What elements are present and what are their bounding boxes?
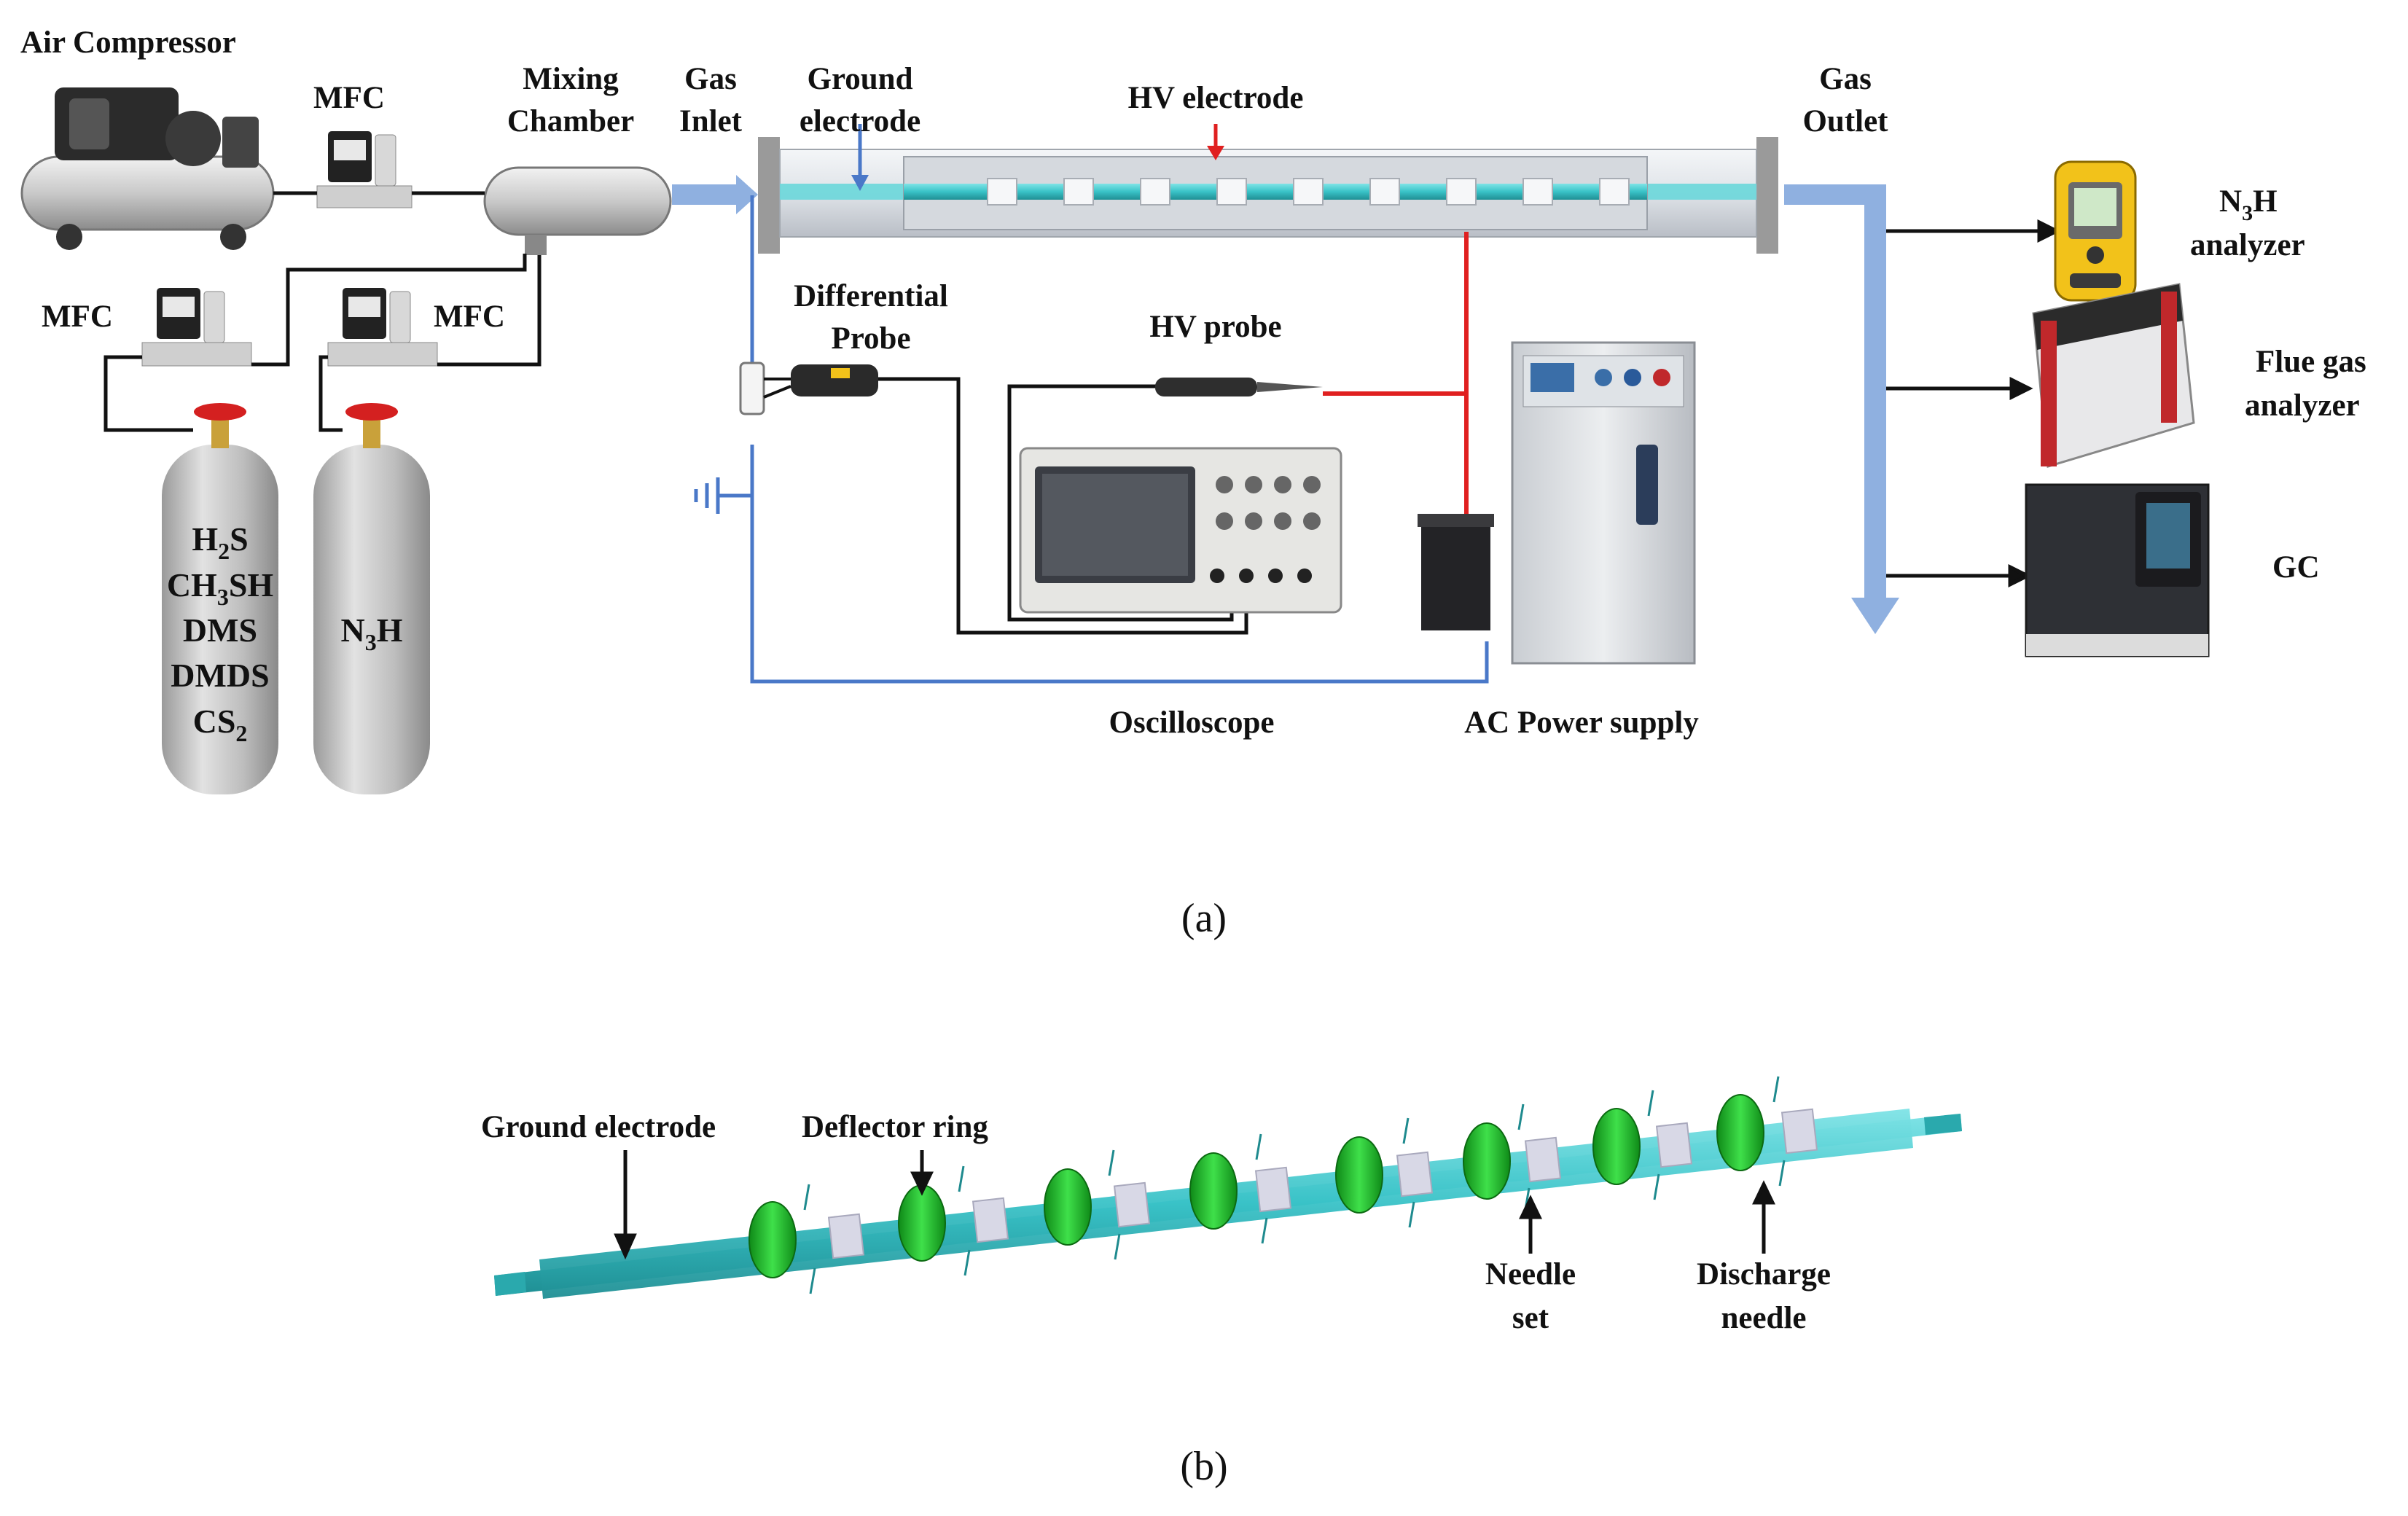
gas-h2s: H2S xyxy=(192,520,248,564)
label-n3h-analyzer-1: N3H xyxy=(2219,184,2278,225)
needle-sleeves xyxy=(827,1108,1818,1259)
caption-a: (a) xyxy=(1181,896,1227,941)
deflector-rings xyxy=(748,1094,1764,1278)
label-hv-probe: HV probe xyxy=(1149,310,1281,344)
label-gas-outlet-2: Outlet xyxy=(1802,104,1888,138)
label-flue-gas: Flue gas xyxy=(2256,345,2366,379)
label-gas-outlet-1: Gas xyxy=(1819,62,1872,96)
label-discharge: Discharge xyxy=(1697,1257,1831,1292)
flue-gas-analyzer-icon xyxy=(2032,283,2195,468)
pointer-arrows-b xyxy=(614,1150,1775,1260)
label-needle: Needle xyxy=(1485,1257,1576,1292)
label-gas-inlet-2: Inlet xyxy=(679,104,743,138)
gc-instrument-icon xyxy=(2025,483,2210,657)
label-mfc-left: MFC xyxy=(42,300,113,334)
label-air-compressor: Air Compressor xyxy=(20,26,236,60)
label-n3h-analyzer-2: analyzer xyxy=(2190,228,2305,262)
ground-wire xyxy=(718,195,1489,684)
label-probe: Probe xyxy=(831,321,910,356)
label-mixing: Mixing xyxy=(523,62,619,96)
hv-probe-icon xyxy=(1155,378,1323,396)
label-deflector-ring: Deflector ring xyxy=(802,1110,988,1144)
label-oscilloscope: Oscilloscope xyxy=(1109,706,1275,740)
label-gas-inlet-1: Gas xyxy=(684,62,737,96)
label-chamber: Chamber xyxy=(507,104,634,138)
hv-electrode-pointer xyxy=(1207,124,1224,160)
label-mfc-right: MFC xyxy=(434,300,505,334)
ground-electrode-pointer xyxy=(851,124,869,191)
label-ac-power-supply: AC Power supply xyxy=(1464,706,1699,740)
label-needle-b: needle xyxy=(1721,1301,1806,1335)
gas-lines xyxy=(103,191,542,432)
air-compressor-icon xyxy=(20,87,275,250)
n3h-analyzer-icon xyxy=(2054,160,2137,302)
gas-inlet-arrow xyxy=(672,175,758,214)
label-mfc-top: MFC xyxy=(313,81,385,115)
reactor-tube xyxy=(758,137,1778,254)
ac-power-supply-icon xyxy=(1418,341,1696,665)
oscilloscope-icon xyxy=(1019,447,1342,614)
cylinder-1-gas-list: H2S CH3SH DMS DMDS CS2 xyxy=(167,520,274,746)
gas-cylinder-2 xyxy=(313,403,430,794)
mfc-right-icon xyxy=(327,288,438,367)
mfc-left-icon xyxy=(141,288,252,367)
gas-n3h: N3H xyxy=(340,612,402,655)
label-ground-electrode-1: Ground xyxy=(808,62,913,96)
differential-probe-icon xyxy=(739,362,878,415)
mfc-top-icon xyxy=(316,131,413,208)
label-flue-gas-analyzer: analyzer xyxy=(2245,388,2360,423)
gas-dmds: DMDS xyxy=(171,657,269,694)
label-hv-electrode: HV electrode xyxy=(1128,81,1304,115)
gas-dms: DMS xyxy=(183,612,257,649)
gas-ch3sh: CH3SH xyxy=(167,566,274,610)
gas-outlet-arrow xyxy=(1784,184,1899,634)
caption-b: (b) xyxy=(1180,1444,1227,1489)
gas-cylinder-1 xyxy=(162,403,278,794)
hv-wire xyxy=(1323,232,1469,521)
gas-cs2: CS2 xyxy=(193,703,248,746)
label-ground-electrode-2: electrode xyxy=(800,104,920,138)
ground-symbol-icon xyxy=(694,477,720,514)
label-set: set xyxy=(1512,1301,1549,1335)
label-ground-electrode-b: Ground electrode xyxy=(481,1110,716,1144)
analyzer-arrows xyxy=(1886,219,2061,588)
label-differential: Differential xyxy=(794,279,948,313)
label-gc: GC xyxy=(2272,550,2320,585)
mixing-chamber-icon xyxy=(483,166,672,255)
